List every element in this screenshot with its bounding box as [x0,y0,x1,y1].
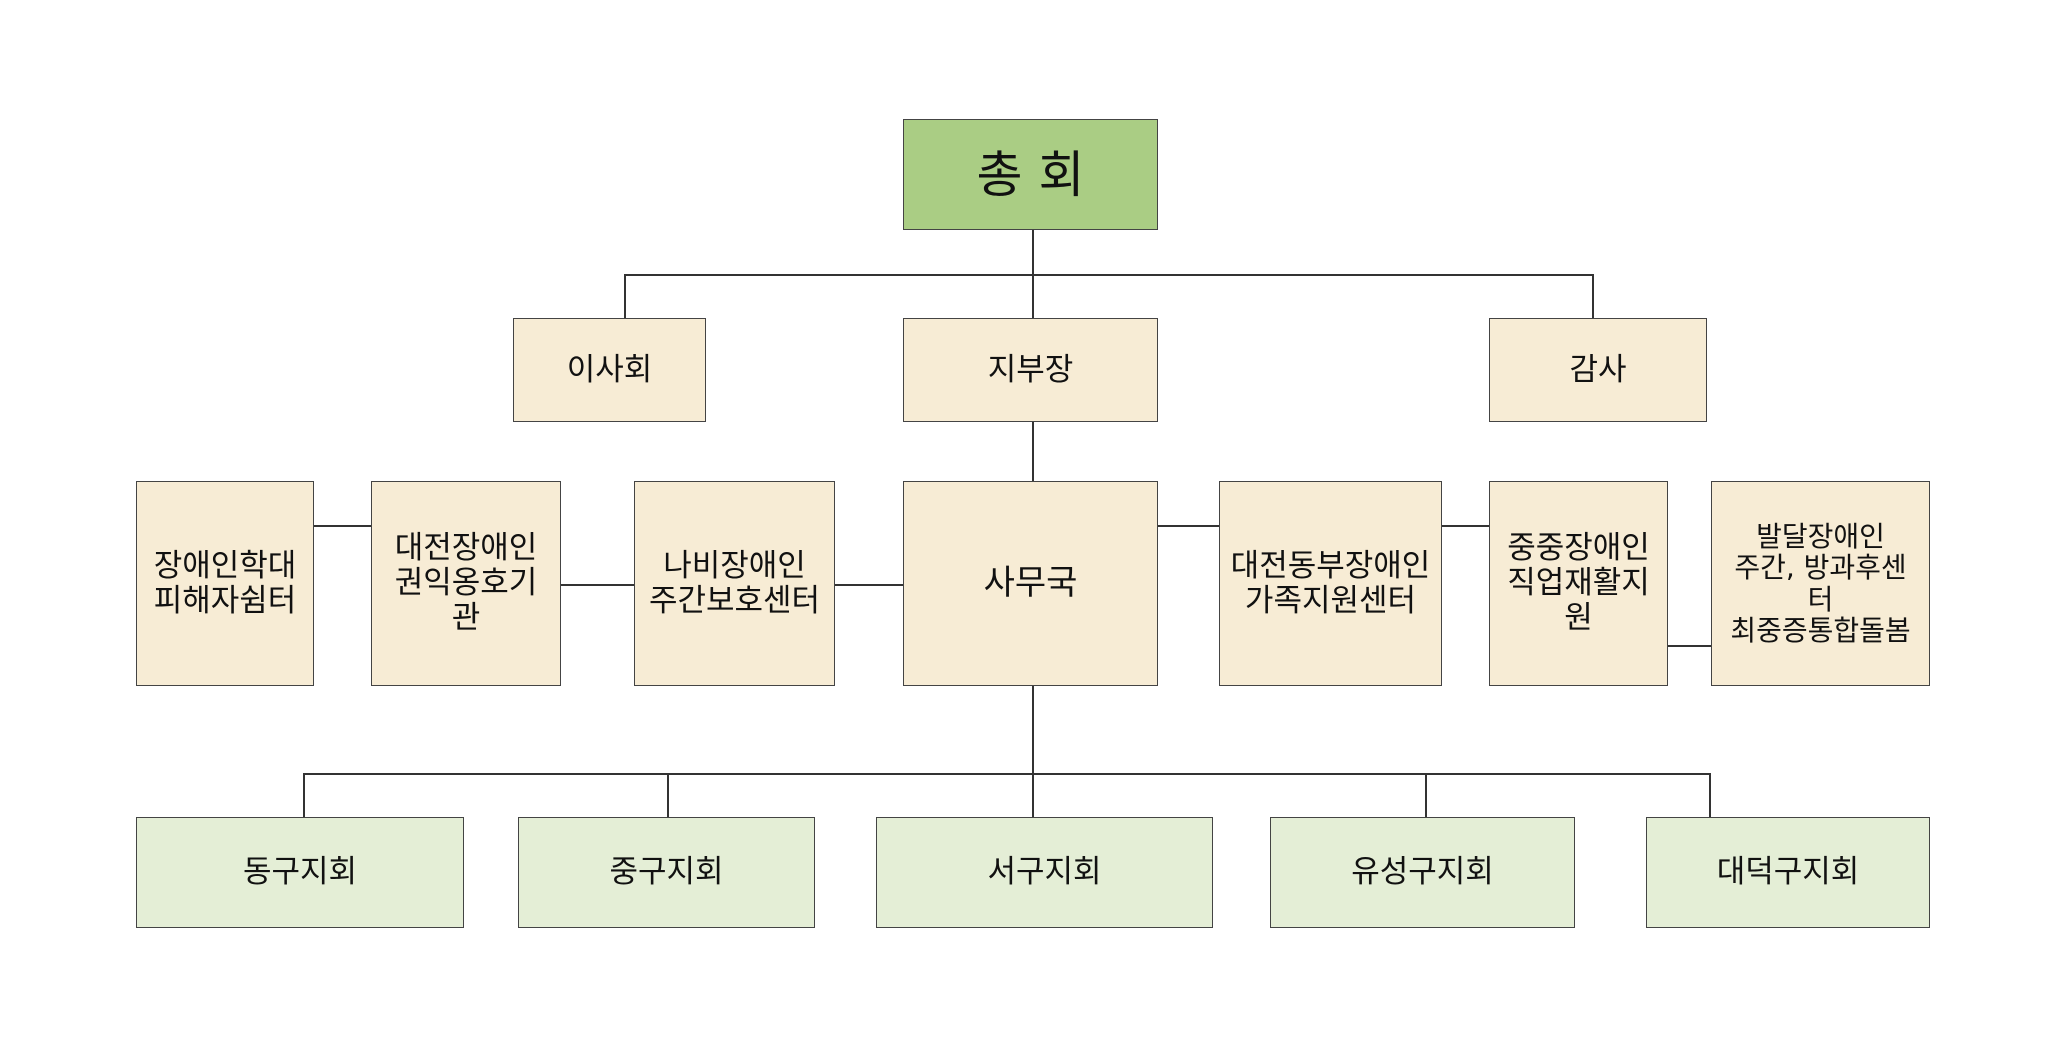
audit-box: 감사 [1489,318,1707,422]
connector-board [624,274,626,318]
seo-branch-box: 서구지회 [876,817,1213,928]
yuseong-branch-box: 유성구지회 [1270,817,1575,928]
connector-daedeok [1709,773,1711,817]
vocational-rehab-box: 중중장애인 직업재활지 원 [1489,481,1668,686]
connector-secretariat-family [1157,525,1219,527]
connector-district-bar [303,773,1709,775]
advocacy-agency-box: 대전장애인 권익옹호기 관 [371,481,561,686]
connector-dong [303,773,305,817]
connector-branch-head [1032,274,1034,318]
connector-top-down [1032,230,1034,275]
connector-audit [1592,274,1594,318]
connector-nabi-secretariat [834,584,903,586]
general-assembly-box: 총 회 [903,119,1158,230]
connector-vocational-developmental [1667,645,1711,647]
dong-branch-box: 동구지회 [136,817,464,928]
connector-jung [667,773,669,817]
connector-advocacy-nabi [560,584,634,586]
branch-head-box: 지부장 [903,318,1158,422]
family-support-center-box: 대전동부장애인 가족지원센터 [1219,481,1442,686]
connector-secretariat-down [1032,686,1034,817]
nabi-daycare-box: 나비장애인 주간보호센터 [634,481,835,686]
secretariat-box: 사무국 [903,481,1158,686]
connector-family-vocational [1441,525,1489,527]
connector-shelter-advocacy [313,525,371,527]
connector-level1-bar [624,274,1592,276]
daedeok-branch-box: 대덕구지회 [1646,817,1930,928]
abuse-shelter-box: 장애인학대 피해자쉼터 [136,481,314,686]
connector-yuseong [1425,773,1427,817]
jung-branch-box: 중구지회 [518,817,815,928]
connector-head-secretariat [1032,422,1034,481]
developmental-center-box: 발달장애인 주간, 방과후센터 최중증통합돌봄 [1711,481,1930,686]
board-box: 이사회 [513,318,706,422]
